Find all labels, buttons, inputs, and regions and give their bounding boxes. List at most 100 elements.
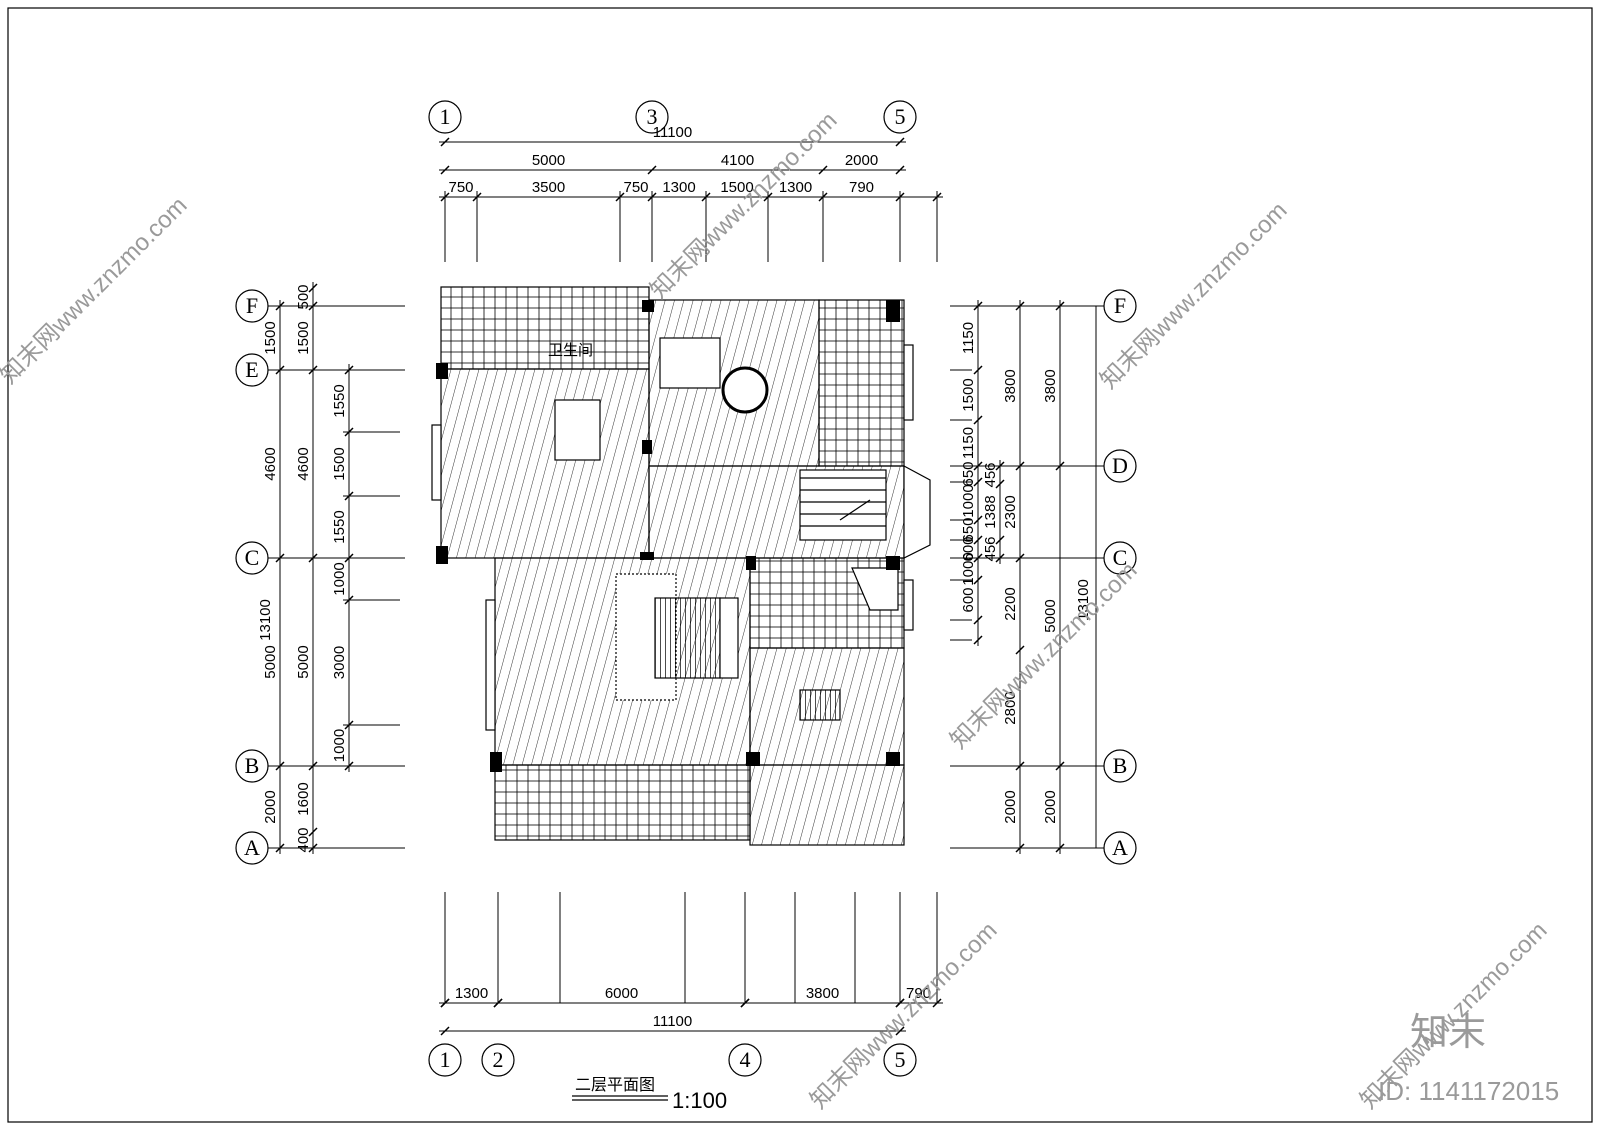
right-inner2-dimension: 1388 <box>982 495 999 528</box>
axis-right-F: F <box>1114 293 1126 318</box>
right-mid-dimension: 2000 <box>1002 790 1019 823</box>
bottom-row1-dimension: 1300 <box>455 985 488 1002</box>
bottom-row1-dimension: 790 <box>906 985 931 1002</box>
right-total-dimension: 13100 <box>1075 579 1092 621</box>
left-outer-dimension: 5000 <box>262 645 279 678</box>
axis-left-A: A <box>244 835 260 860</box>
axis-bottom-1: 1 <box>440 1047 451 1072</box>
left-mid-dimension: 5000 <box>295 645 312 678</box>
top-bathroom <box>818 299 905 467</box>
axis-top-1: 1 <box>440 104 451 129</box>
axis-bottom-5: 5 <box>895 1047 906 1072</box>
top-row3-dimension: 3500 <box>532 179 565 196</box>
study-room <box>440 368 650 559</box>
axis-top-3: 3 <box>647 104 658 129</box>
axis-right-B: B <box>1113 753 1128 778</box>
bedroom-window <box>485 599 496 731</box>
top-row3-dimension: 750 <box>448 179 473 196</box>
top-row3-dimension: 790 <box>849 179 874 196</box>
axis-left-C: C <box>245 545 260 570</box>
top-terrace <box>440 286 650 370</box>
left-mid-dimension: 500 <box>295 284 312 309</box>
right-mid-dimension: 2200 <box>1002 587 1019 620</box>
left-outer-dimension: 4600 <box>262 447 279 480</box>
right-mid-dimension: 3800 <box>1002 369 1019 402</box>
top-row2-dimension: 2000 <box>845 152 878 169</box>
plan-body <box>431 286 931 846</box>
axis-right-D: D <box>1112 453 1128 478</box>
axis-right-C-bubble <box>1103 541 1137 575</box>
sheet-border <box>7 7 1593 1123</box>
bottom-row1-dimension: 3800 <box>806 985 839 1002</box>
axis-left-A-bubble <box>235 831 269 865</box>
axis-left-F: F <box>246 293 258 318</box>
drawing-title: 二层平面图 <box>575 1075 655 1094</box>
axis-left-C-bubble <box>235 541 269 575</box>
axis-left-E: E <box>245 357 258 382</box>
right-inner-dimension: 600 <box>960 536 977 561</box>
axis-left-B-bubble <box>235 749 269 783</box>
axis-right-B-bubble <box>1103 749 1137 783</box>
study-desk <box>554 399 601 461</box>
right-outer-dimension: 2000 <box>1042 790 1059 823</box>
right-inner-dimension: 1000 <box>960 552 977 585</box>
left-total-dimension: 13100 <box>257 599 274 641</box>
left-inner-dimension: 3000 <box>331 646 348 679</box>
bottom-total-dimension: 11100 <box>653 1013 693 1030</box>
bay-window <box>903 464 931 559</box>
columns <box>436 300 900 772</box>
right-inner-dimension: 1150 <box>960 322 977 354</box>
axis-top-3-bubble <box>635 100 669 134</box>
right-inner-dimension: 600 <box>960 587 977 612</box>
axis-right-F-bubble <box>1103 289 1137 323</box>
bathroom-window <box>903 344 914 421</box>
round-rug <box>721 366 769 414</box>
right-inner-dimension: 1150 <box>960 427 977 459</box>
watermark-text: 知末网www.znzmo.com <box>805 917 1002 1114</box>
left-mid-dimension: 4600 <box>295 447 312 480</box>
axis-bottom-2-bubble <box>481 1043 515 1077</box>
left-inner-dimension: 1500 <box>331 447 348 480</box>
axis-top-5-bubble <box>883 100 917 134</box>
room-label: 卫生间 <box>548 342 593 359</box>
top-row3-dimension: 1300 <box>662 179 695 196</box>
top-row3-dimension: 1300 <box>779 179 812 196</box>
axis-bottom-4-bubble <box>728 1043 762 1077</box>
top-row2-dimension: 5000 <box>532 152 565 169</box>
top-row3-dimension: 1500 <box>720 179 753 196</box>
top-row3-dimension: 750 <box>623 179 648 196</box>
right-mid-dimension: 2800 <box>1002 691 1019 724</box>
top-total-dimension: 11100 <box>653 124 693 141</box>
right-mid-dimension: 2300 <box>1002 495 1019 528</box>
bathtub <box>851 567 899 611</box>
right-inner-dimension: 650 <box>960 461 977 486</box>
drawing-scale: 1:100 <box>672 1088 727 1113</box>
axis-right-A: A <box>1112 835 1128 860</box>
axis-bottom-1-bubble <box>428 1043 462 1077</box>
wardrobe-rug <box>799 689 841 721</box>
bath2-window <box>903 579 914 631</box>
bottom-balcony-left <box>494 764 751 841</box>
axis-bottom-4: 4 <box>740 1047 751 1072</box>
bottom-balcony-right <box>749 764 905 846</box>
master-bed <box>615 573 739 701</box>
axis-bottom-5-bubble <box>883 1043 917 1077</box>
axis-right-C: C <box>1113 545 1128 570</box>
axis-right-D-bubble <box>1103 449 1137 483</box>
right-inner-dimension: 1000 <box>960 484 977 517</box>
study-window <box>431 424 442 501</box>
left-inner-dimension: 1000 <box>331 562 348 595</box>
left-mid-dimension: 1500 <box>295 321 312 354</box>
top-bed <box>659 337 721 389</box>
right-inner-dimension: 650 <box>960 517 977 542</box>
axis-left-E-bubble <box>235 353 269 387</box>
axis-bottom-2: 2 <box>493 1047 504 1072</box>
axis-right-A-bubble <box>1103 831 1137 865</box>
right-outer-dimension: 3800 <box>1042 369 1059 402</box>
watermark-brand: 知末 <box>1410 1010 1486 1054</box>
axis-left-B: B <box>245 753 260 778</box>
